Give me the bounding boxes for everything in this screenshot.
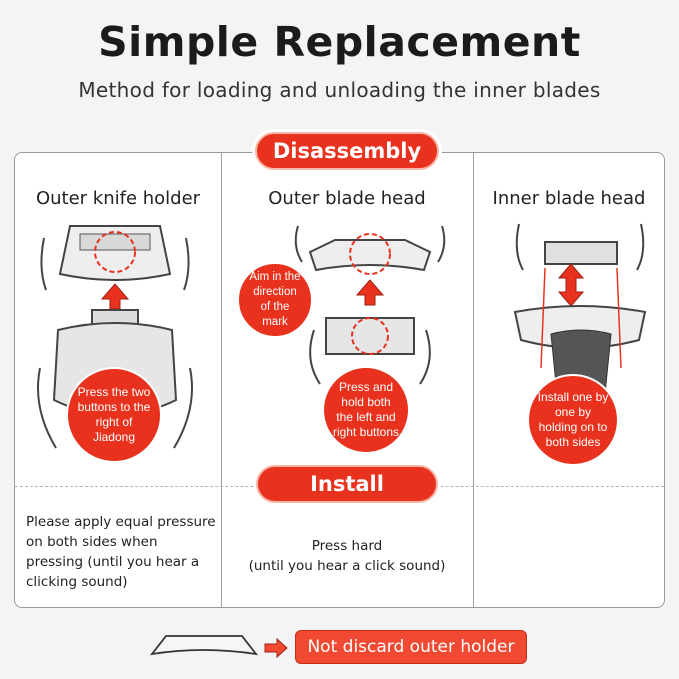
column-heading-outer-knife-holder: Outer knife holder xyxy=(35,188,201,209)
column-heading-inner-blade-head: Inner blade head xyxy=(492,188,646,209)
right-arrow-icon xyxy=(264,638,288,658)
outer-holder-icon xyxy=(150,635,258,656)
install-label: Install xyxy=(256,465,438,503)
column-heading-outer-blade-head: Outer blade head xyxy=(268,188,426,209)
page-subtitle: Method for loading and unloading the inn… xyxy=(78,78,601,102)
note-line: Press hard xyxy=(311,538,383,554)
callout-press-hold: Press and hold both the left and right b… xyxy=(322,366,410,454)
double-arrow-icon xyxy=(557,263,585,307)
outer-blade-head-note: Press hard (until you hear a click sound… xyxy=(221,536,473,576)
disassembly-label: Disassembly xyxy=(255,132,439,170)
up-arrow-icon xyxy=(100,283,130,310)
outer-blade-head-illustration xyxy=(294,225,446,385)
callout-press-buttons: Press the two buttons to the right of Ji… xyxy=(66,367,162,463)
not-discard-outer-holder-button: Not discard outer holder xyxy=(295,630,527,664)
column-divider xyxy=(221,153,222,607)
up-arrow-icon xyxy=(355,279,385,306)
callout-aim-mark: Aim in the direction of the mark xyxy=(237,262,313,338)
callout-install-one-by-one: Install one by one by holding on to both… xyxy=(527,374,619,466)
outer-knife-holder-note: Please apply equal pressure on both side… xyxy=(26,514,216,590)
column-divider xyxy=(473,153,474,607)
note-line: (until you hear a click sound) xyxy=(248,558,446,574)
page-title: Simple Replacement xyxy=(98,18,581,66)
inner-blade-head-illustration xyxy=(513,223,647,395)
